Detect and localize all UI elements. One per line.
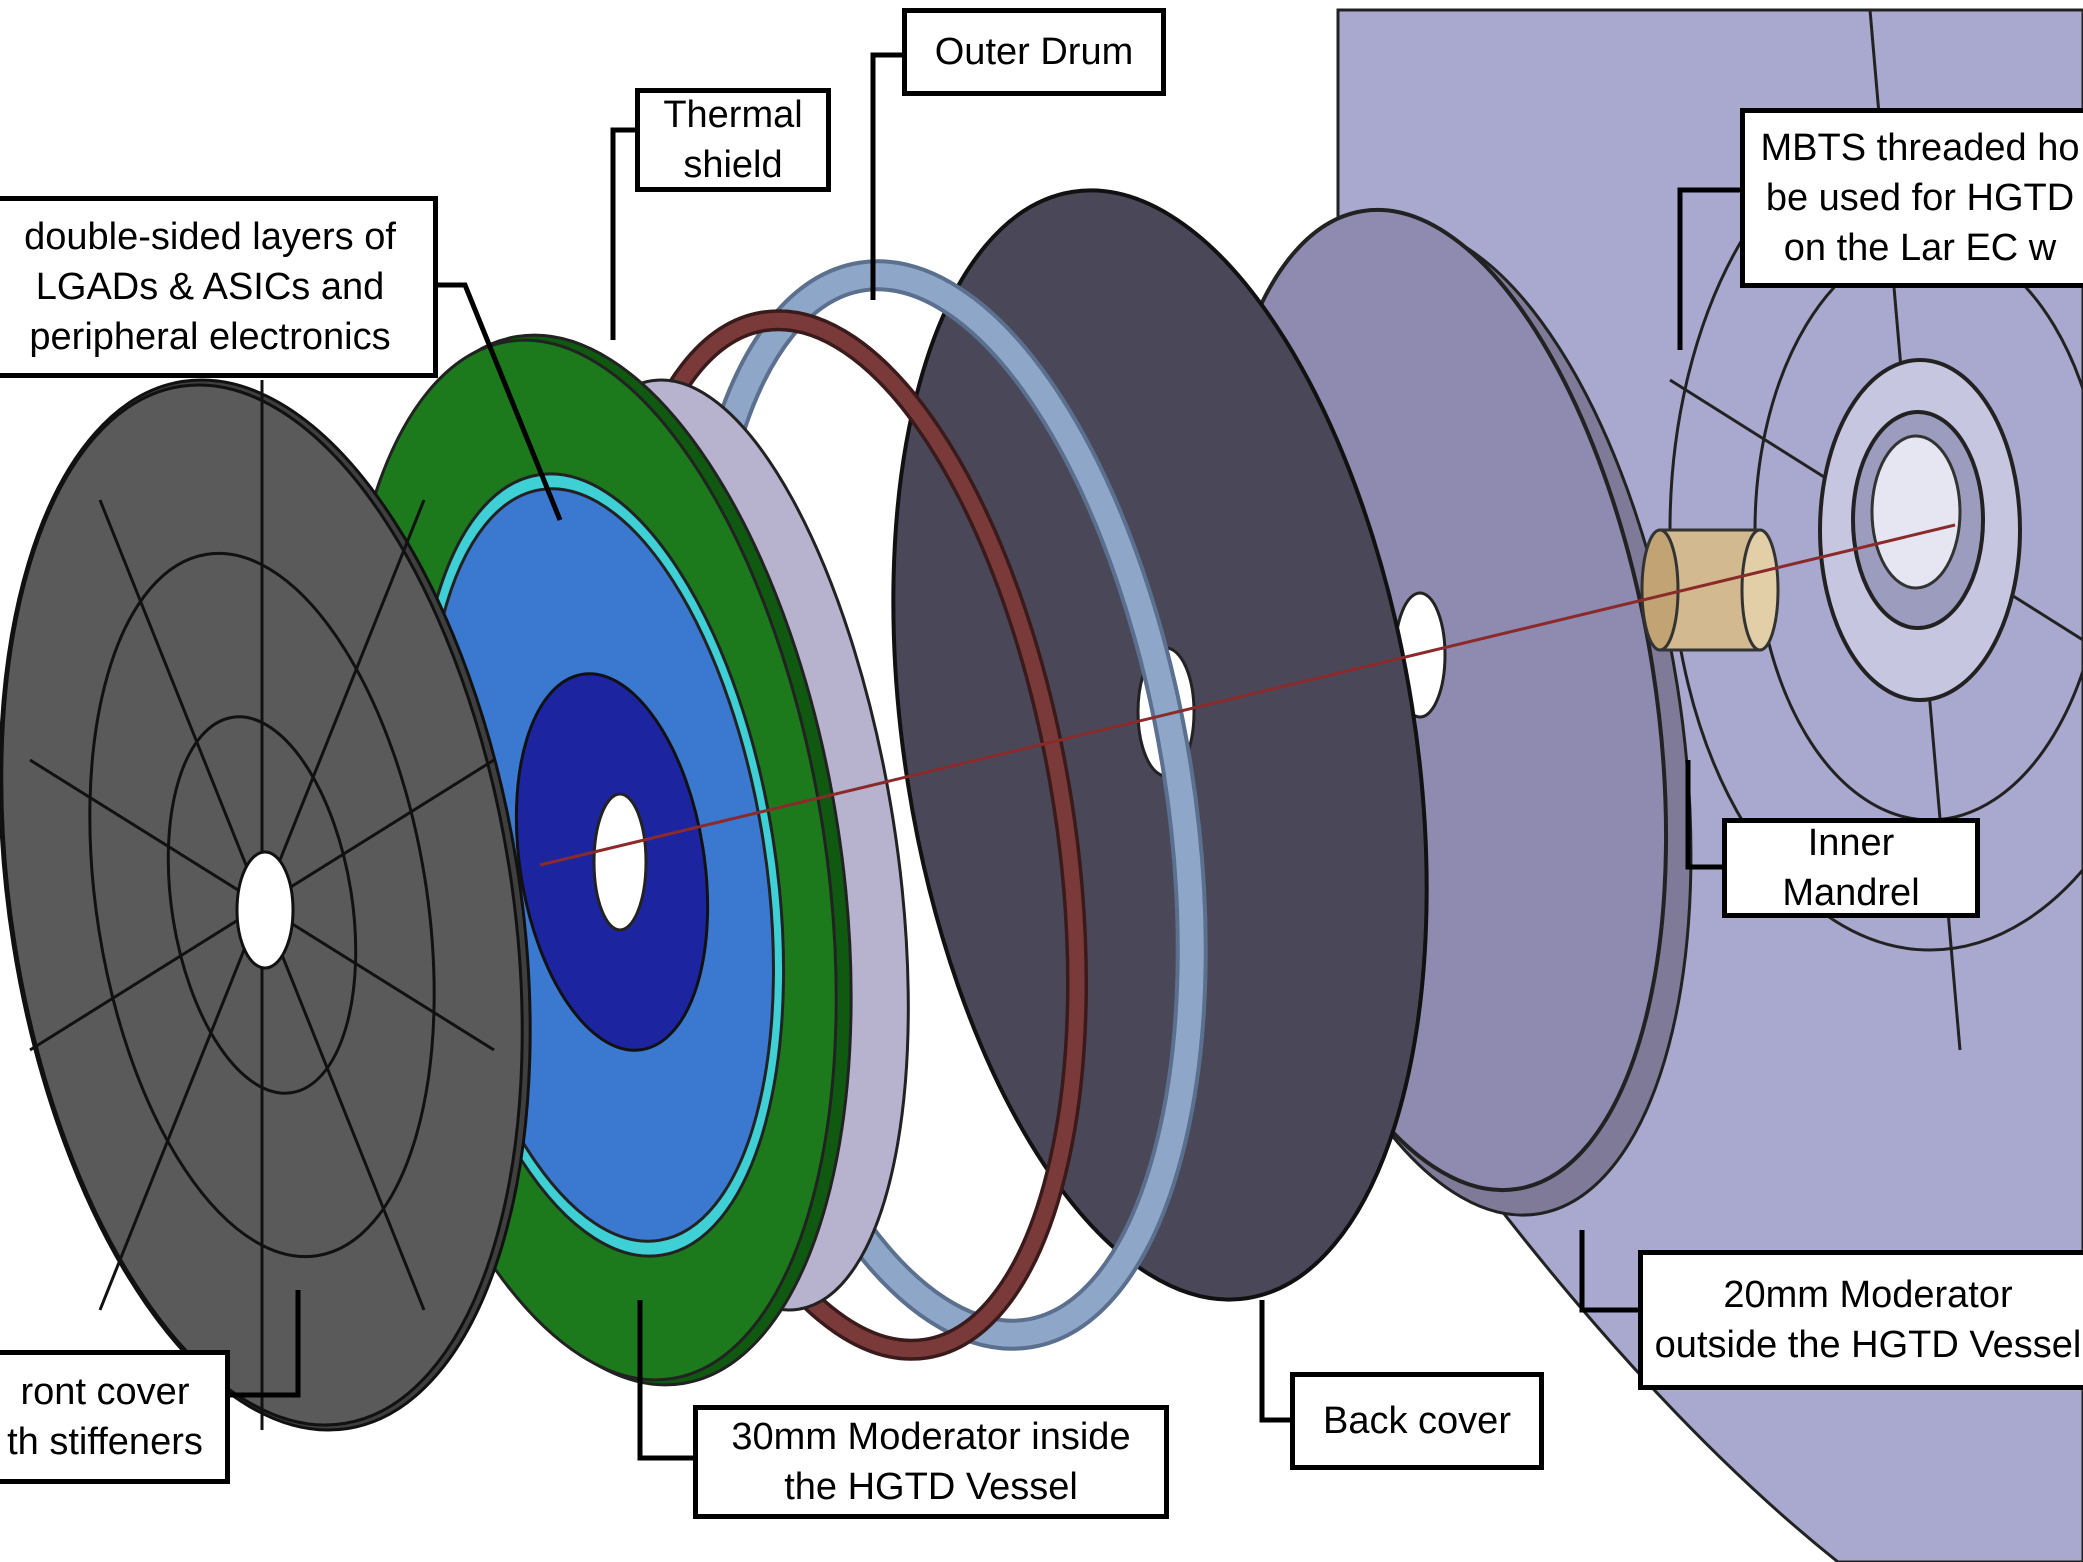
inner-mandrel: [1640, 528, 1780, 652]
label-30mm-moderator: 30mm Moderator inside the HGTD Vessel: [693, 1405, 1169, 1519]
beam-axis-line: [539, 523, 1956, 867]
label-thermal-shield: Thermal shield: [635, 88, 831, 192]
label-lgad-layers: double-sided layers of LGADs & ASICs and…: [0, 196, 438, 378]
label-20mm-moderator: 20mm Moderator outside the HGTD Vessel: [1638, 1250, 2083, 1390]
label-front-cover: ront cover th stiffeners: [0, 1350, 230, 1484]
mbts-flange: [1818, 358, 2022, 702]
label-mbts-holes: MBTS threaded ho be used for HGTD on the…: [1740, 108, 2083, 288]
label-back-cover: Back cover: [1290, 1372, 1544, 1470]
leader-lines: [228, 52, 1742, 1461]
label-outer-drum: Outer Drum: [902, 8, 1166, 96]
label-inner-mandrel: Inner Mandrel: [1722, 818, 1980, 918]
front-cover-disk: [0, 378, 532, 1432]
